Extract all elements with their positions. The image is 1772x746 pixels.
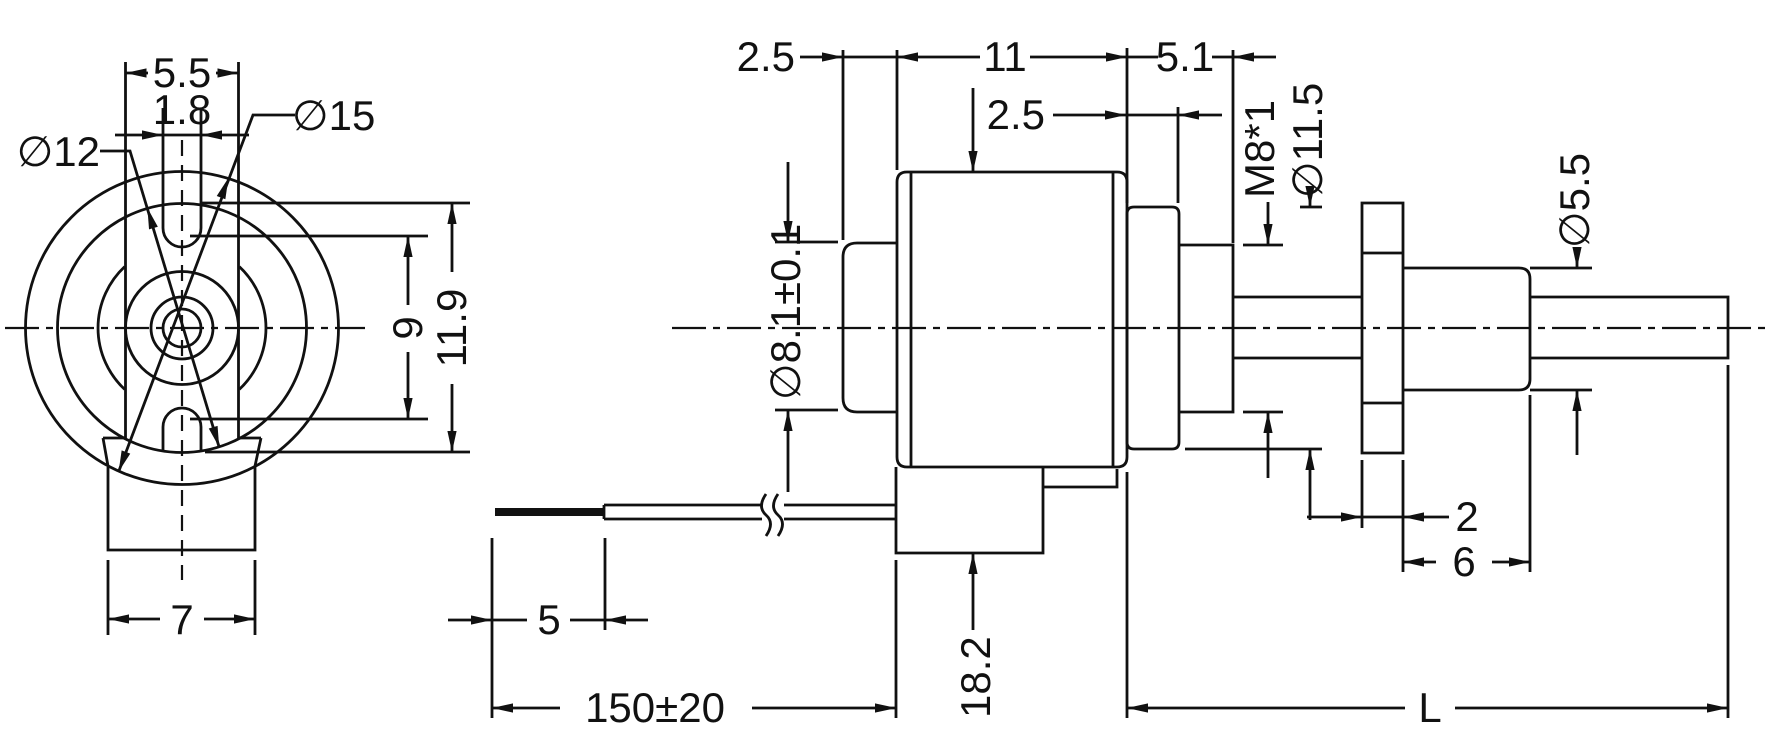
dim-line-11p9 bbox=[200, 201, 470, 454]
arrowhead bbox=[1341, 512, 1362, 522]
arrowhead bbox=[968, 151, 978, 172]
leader-m8 bbox=[1243, 202, 1283, 478]
side-body-seams bbox=[909, 172, 1115, 467]
dim-label-cutout-depth: 11.9 bbox=[428, 289, 475, 368]
dim-label-flange-width: 2 bbox=[1455, 493, 1478, 540]
arrowhead bbox=[403, 398, 413, 419]
lead-wire-cable bbox=[602, 503, 896, 521]
arrowhead bbox=[118, 450, 131, 472]
dim-label-lead-length: 150±20 bbox=[585, 684, 725, 731]
arrowhead bbox=[605, 615, 626, 625]
wire-break-symbol bbox=[760, 493, 784, 537]
side-collar bbox=[1125, 205, 1181, 451]
arrowhead bbox=[234, 614, 255, 624]
arrowhead bbox=[783, 221, 793, 242]
dim-label-body-height: 18.2 bbox=[952, 636, 999, 718]
front-view: 5.5 1.8 ∅15 ∅12 9 11.9 7 bbox=[5, 49, 475, 643]
leader-dia8p1 bbox=[775, 162, 838, 492]
arrowhead bbox=[1403, 557, 1424, 567]
dim-label-collar-length: 2.5 bbox=[987, 91, 1045, 138]
arrowhead bbox=[447, 203, 457, 224]
arrowhead bbox=[1572, 390, 1582, 411]
arrowhead bbox=[968, 553, 978, 574]
dim-label-boss-length: 2.5 bbox=[737, 33, 795, 80]
front-bottom-notch bbox=[161, 406, 203, 452]
leader-dia12 bbox=[100, 149, 221, 448]
arrowhead bbox=[201, 130, 222, 140]
arrowhead bbox=[147, 207, 158, 230]
dim-line-5 bbox=[448, 538, 648, 718]
side-inner-shaft bbox=[1233, 295, 1362, 360]
arrowhead bbox=[108, 614, 129, 624]
dimension-arrowheads bbox=[108, 52, 1728, 713]
dim-label-thread-spec: M8*1 bbox=[1236, 100, 1283, 198]
arrowhead bbox=[1105, 110, 1126, 120]
dim-label-lead-strip: 5 bbox=[537, 596, 560, 643]
arrowhead bbox=[1572, 247, 1582, 268]
arrowhead bbox=[1178, 110, 1199, 120]
side-flange bbox=[1360, 201, 1405, 455]
arrowhead bbox=[1233, 52, 1254, 62]
dim-label-stem-length: 5.1 bbox=[1156, 33, 1214, 80]
dim-label-body-length: 11 bbox=[983, 33, 1027, 80]
arrowhead bbox=[1127, 703, 1148, 713]
arrowhead bbox=[447, 431, 457, 452]
dim-label-knob-width: 6 bbox=[1452, 538, 1475, 585]
leader-dia5p5 bbox=[1530, 252, 1592, 455]
side-main-body bbox=[895, 170, 1129, 469]
arrowhead bbox=[897, 52, 918, 62]
arrowhead bbox=[492, 703, 513, 713]
dim-label-slot-width: 5.5 bbox=[153, 49, 211, 96]
leader-dia11p5 bbox=[1185, 195, 1322, 520]
arrowhead bbox=[875, 703, 896, 713]
dim-label-outer-dia: ∅15 bbox=[292, 92, 375, 139]
arrowhead bbox=[208, 425, 220, 448]
dim-line-7 bbox=[106, 560, 257, 635]
arrowhead bbox=[216, 178, 229, 200]
arrowhead bbox=[1263, 224, 1273, 245]
arrowhead bbox=[142, 130, 163, 140]
arrowhead bbox=[1305, 186, 1315, 207]
arrowhead bbox=[1707, 703, 1728, 713]
side-view: 2.5 11 5.1 2.5 M8*1 ∅11.5 ∅5.5 ∅8.1±0.1 … bbox=[448, 33, 1765, 731]
leader-dia15 bbox=[117, 113, 295, 473]
front-boss-arcs bbox=[96, 265, 268, 391]
arrowhead bbox=[403, 236, 413, 257]
arrowhead bbox=[1263, 412, 1273, 433]
dim-line-9 bbox=[190, 234, 428, 421]
arrowhead bbox=[783, 410, 793, 431]
arrowhead bbox=[822, 52, 843, 62]
dim-label-ring-dia: ∅12 bbox=[17, 128, 100, 175]
dim-label-knob-dia: ∅5.5 bbox=[1551, 153, 1598, 248]
dim-label-collar-dia: ∅11.5 bbox=[1284, 83, 1331, 198]
arrowhead bbox=[1106, 52, 1127, 62]
dim-line-2 bbox=[1307, 460, 1449, 572]
arrowhead bbox=[1509, 557, 1530, 567]
dim-line-L bbox=[1125, 365, 1730, 718]
dim-label-shaft-length: L bbox=[1418, 684, 1441, 731]
top-extension-lines bbox=[841, 48, 1235, 243]
side-terminal-block bbox=[894, 467, 1119, 555]
dim-label-slot-depth: 9 bbox=[384, 316, 431, 339]
arrowhead bbox=[1403, 512, 1424, 522]
dim-label-tab-width: 7 bbox=[170, 596, 193, 643]
dim-label-key-slot: 1.8 bbox=[153, 86, 211, 133]
arrowhead bbox=[1305, 449, 1315, 470]
arrowhead bbox=[217, 68, 239, 78]
arrowhead bbox=[471, 615, 492, 625]
dim-label-boss-dia: ∅8.1±0.1 bbox=[762, 224, 809, 400]
front-channel-edges bbox=[101, 62, 263, 467]
arrowhead bbox=[125, 68, 147, 78]
